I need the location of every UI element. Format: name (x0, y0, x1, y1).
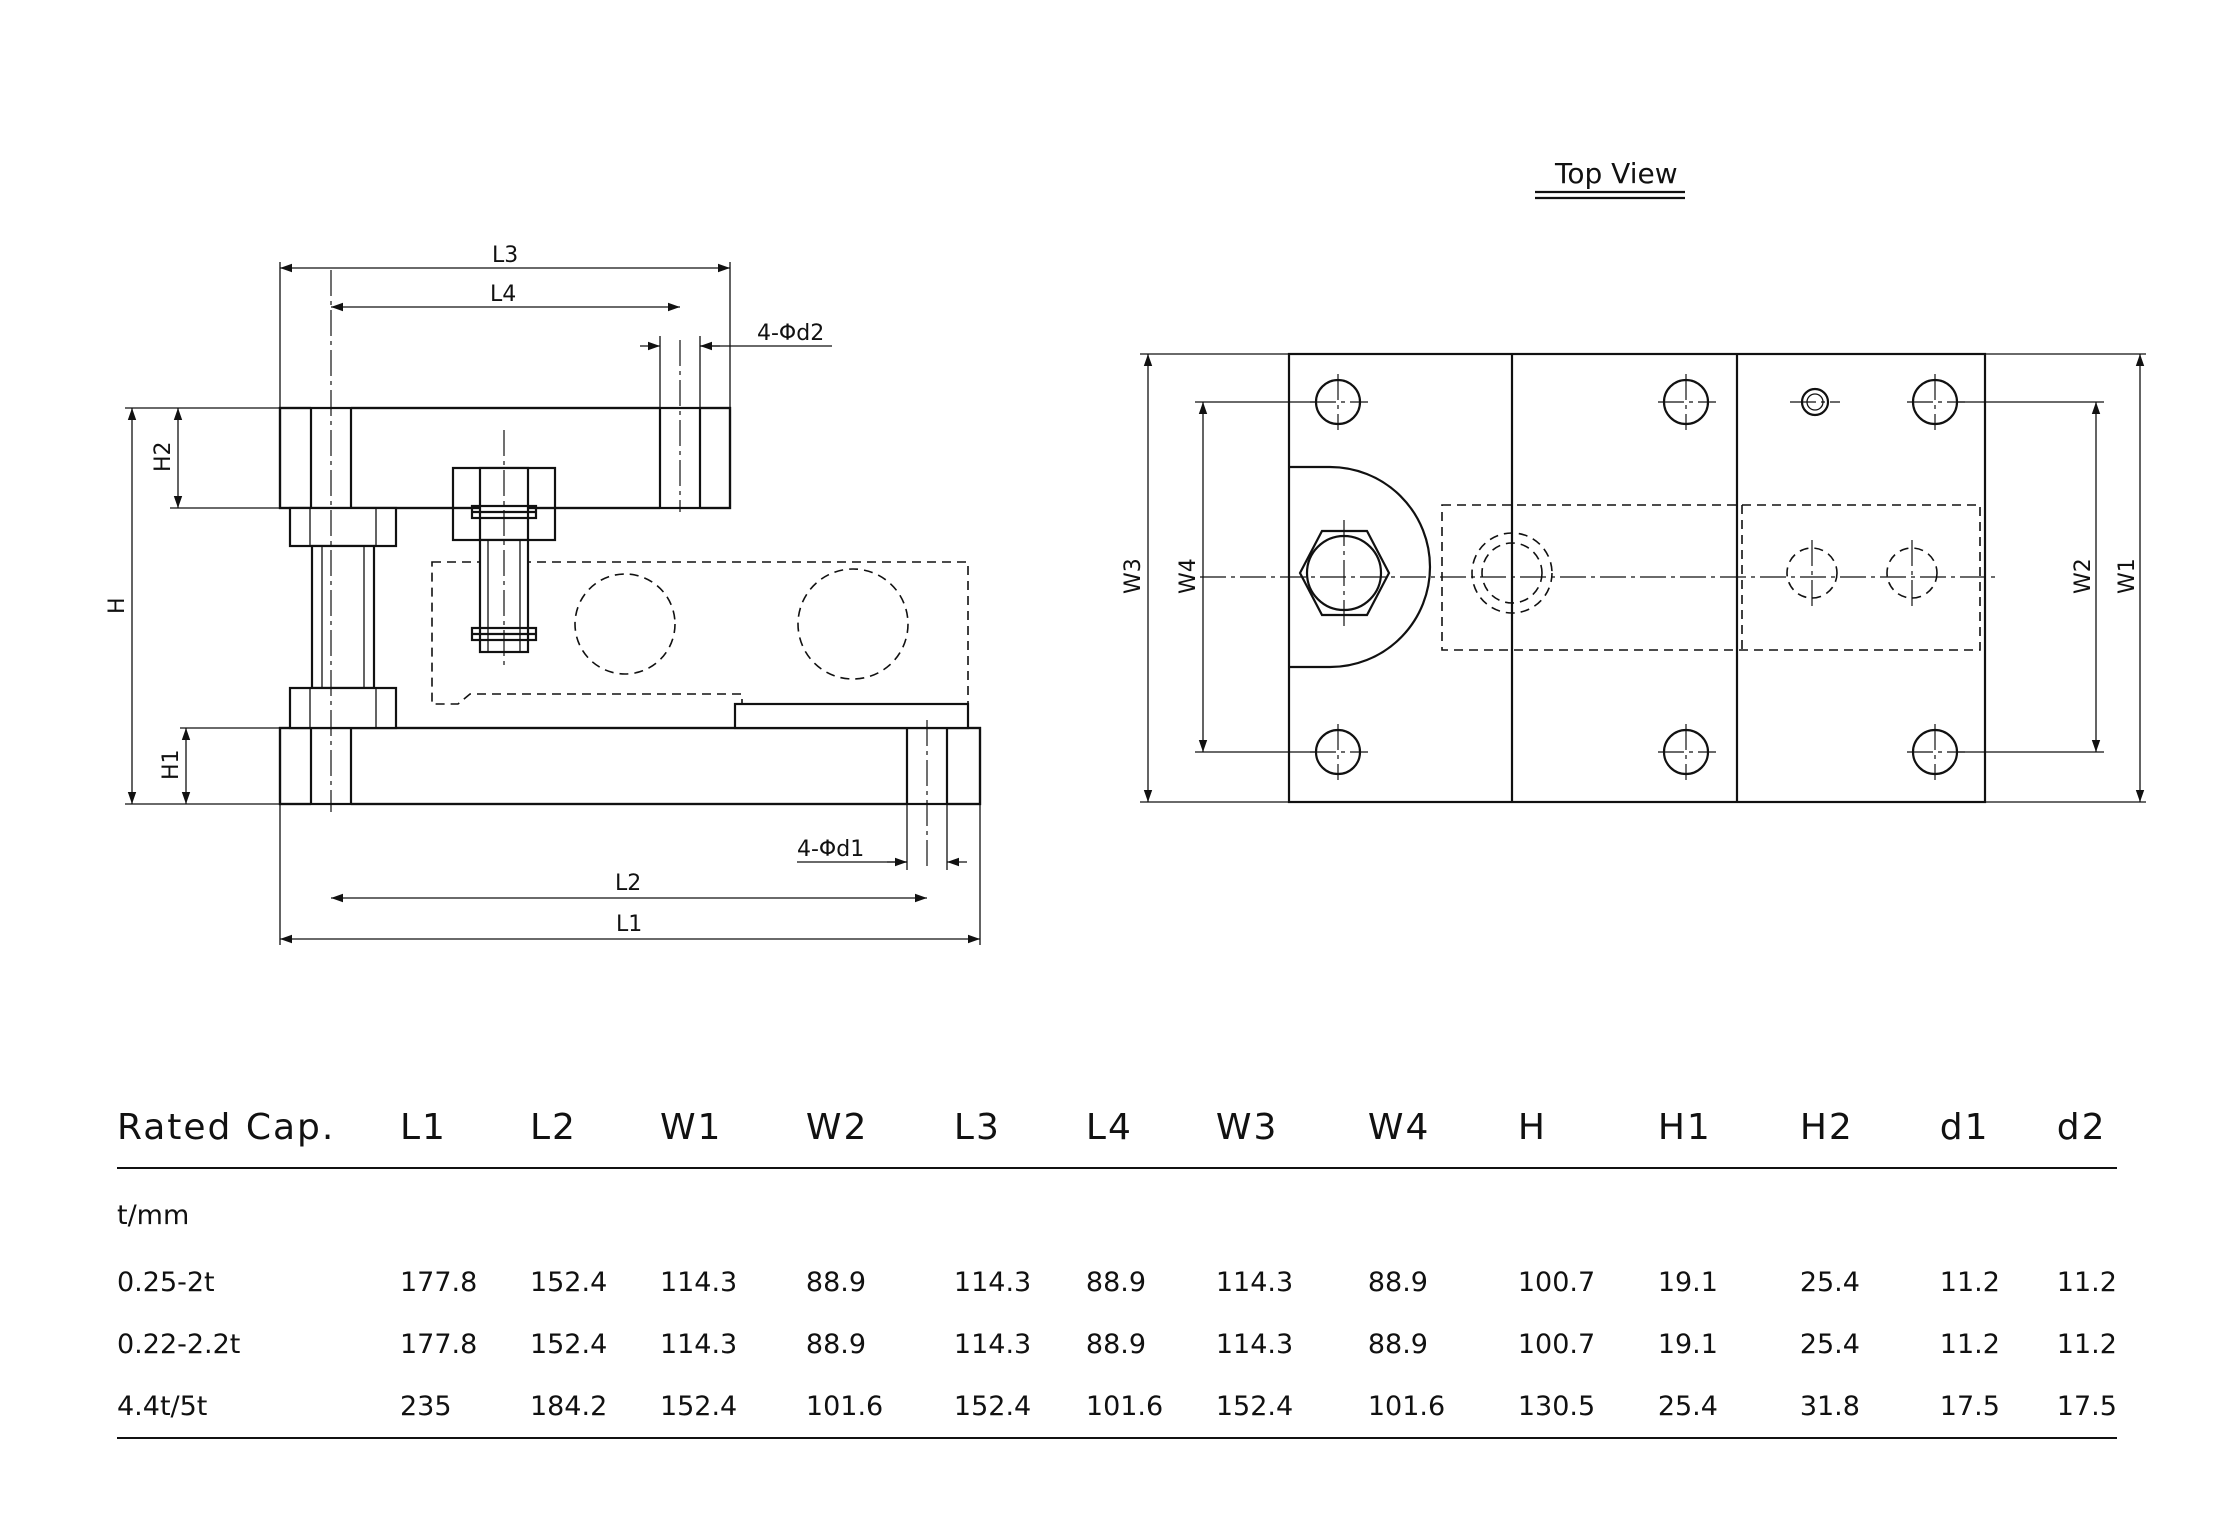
column-header: H1 (1657, 1087, 1800, 1169)
table-cell: 88.9 (1085, 1266, 1147, 1298)
table-cell: 235 (399, 1375, 530, 1439)
table-cell: 152.4 (529, 1328, 608, 1360)
table-cell: 152.4 (529, 1266, 608, 1298)
table-cell: 11.2 (1939, 1266, 2000, 1298)
column-header: H (1517, 1087, 1658, 1169)
dim-W1: W1 (2115, 558, 2140, 594)
dim-H: H (105, 597, 130, 614)
table-cell: 31.8 (1799, 1375, 1940, 1439)
dim-L3: L3 (492, 243, 518, 268)
column-header: W2 (805, 1087, 954, 1169)
table-cell: 152.4 (659, 1375, 806, 1439)
table-cell: 25.4 (1799, 1266, 1860, 1298)
table-cell: 88.9 (1367, 1328, 1428, 1360)
dim-W3: W3 (1121, 558, 1146, 594)
side-view: L3 L4 4-Φd2 H2 H H1 4-Φd1 L2 L1 (105, 243, 982, 945)
table-cell: 25.4 (1657, 1375, 1800, 1439)
table-cell: 184.2 (529, 1375, 660, 1439)
column-header: H2 (1799, 1087, 1940, 1169)
load-cell-hidden (431, 561, 970, 730)
table-cell: 177.8 (399, 1266, 478, 1298)
column-header: W1 (659, 1087, 806, 1169)
table-cell: 19.1 (1657, 1266, 1718, 1298)
column-header: d1 (1939, 1087, 2057, 1169)
table-cell: 177.8 (399, 1328, 478, 1360)
column-header: L2 (529, 1087, 660, 1169)
table-row: 0.25-2t 177.8 152.4 114.3 88.9 114.3 88.9 114.3… (117, 1251, 2117, 1313)
column-header: d2 (2056, 1087, 2117, 1169)
table-cell: 114.3 (1215, 1266, 1294, 1298)
dim-d1: 4-Φd1 (797, 837, 864, 862)
table-cell: 114.3 (659, 1266, 738, 1298)
column-header: W4 (1367, 1087, 1518, 1169)
table-cell: 130.5 (1517, 1375, 1658, 1439)
table-cell: 114.3 (1215, 1328, 1294, 1360)
dim-d2: 4-Φd2 (757, 321, 824, 346)
table-cell: 0.25-2t (117, 1266, 215, 1298)
table-cell: 152.4 (1215, 1375, 1368, 1439)
dim-W2: W2 (2071, 558, 2096, 594)
table-cell: 114.3 (953, 1266, 1032, 1298)
dim-W4: W4 (1176, 558, 1201, 594)
table-cell: 19.1 (1657, 1328, 1718, 1360)
dim-H1: H1 (159, 749, 184, 780)
table-cell: 100.7 (1517, 1328, 1596, 1360)
column-header: L1 (399, 1087, 530, 1169)
table-row: 0.22-2.2t 177.8 152.4 114.3 88.9 114.3 88.9 114… (117, 1313, 2117, 1375)
dim-L2: L2 (615, 871, 641, 896)
column-header: Rated Cap. (117, 1087, 400, 1169)
table-cell: 114.3 (659, 1328, 738, 1360)
table-cell: 88.9 (1085, 1328, 1147, 1360)
table-cell: 88.9 (805, 1328, 867, 1360)
table-cell: 11.2 (2056, 1266, 2117, 1298)
table-cell: 17.5 (1939, 1375, 2057, 1439)
table-cell: 114.3 (953, 1328, 1032, 1360)
table-cell: 17.5 (2056, 1375, 2117, 1439)
dim-L4: L4 (490, 282, 516, 307)
column-header: L4 (1085, 1087, 1216, 1169)
unit-label: t/mm (117, 1199, 190, 1231)
table-cell: 11.2 (1939, 1328, 2000, 1360)
table-cell: 88.9 (1367, 1266, 1428, 1298)
view-title: Top View (1554, 157, 1678, 190)
table-cell: 101.6 (1367, 1375, 1518, 1439)
support-pillar (288, 506, 398, 730)
table-cell: 101.6 (1085, 1375, 1216, 1439)
table-cell: 152.4 (953, 1375, 1086, 1439)
table-cell: 0.22-2.2t (117, 1328, 241, 1360)
dim-L1: L1 (616, 912, 642, 937)
column-header: L3 (953, 1087, 1086, 1169)
dim-H2: H2 (151, 441, 176, 472)
table-cell: 101.6 (805, 1375, 954, 1439)
column-header: W3 (1215, 1087, 1368, 1169)
table-cell: 88.9 (805, 1266, 867, 1298)
table-cell: 4.4t/5t (117, 1375, 400, 1439)
table-cell: 11.2 (2056, 1328, 2117, 1360)
table-cell: 25.4 (1799, 1328, 1860, 1360)
top-view: Top View (1121, 157, 2146, 804)
bottom-plate (278, 726, 982, 806)
unit-row: t/mm (117, 1168, 2117, 1251)
table-cell: 100.7 (1517, 1266, 1596, 1298)
